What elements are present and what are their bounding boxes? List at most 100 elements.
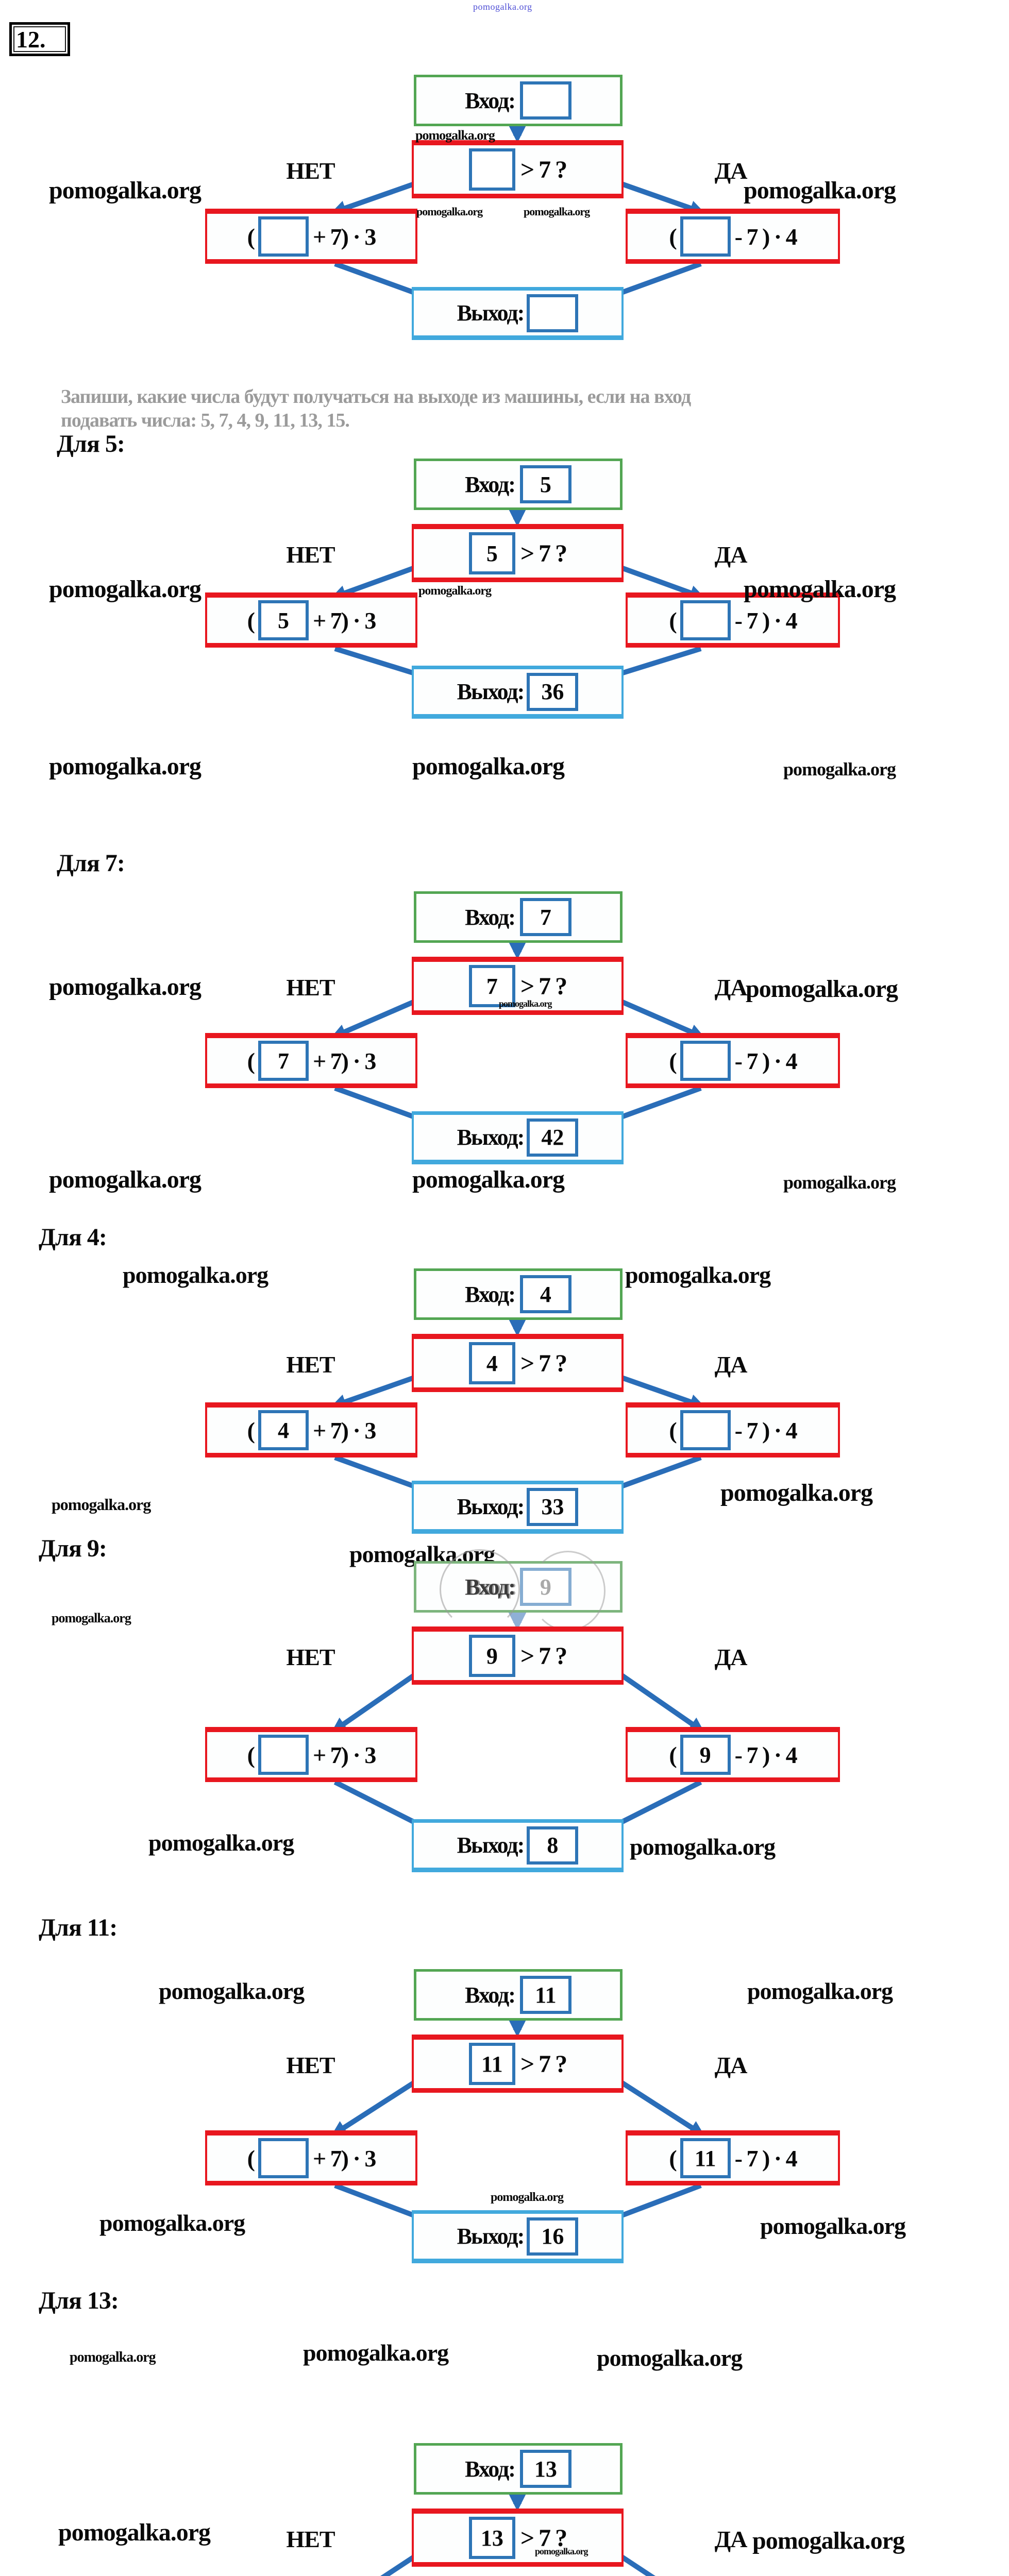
no-label: НЕТ xyxy=(286,2052,335,2078)
no-branch-formula: + 7) · 3 xyxy=(312,223,376,250)
watermark: pomogalka.org xyxy=(744,575,896,603)
no-branch-formula: + 7) · 3 xyxy=(312,1417,376,1444)
no-branch-value-box xyxy=(258,216,309,257)
no-branch-value-box xyxy=(258,1735,309,1775)
no-branch-formula: + 7) · 3 xyxy=(312,607,376,634)
condition-box: 4 > 7 ? xyxy=(412,1334,624,1392)
no-branch-box: ( + 7) · 3 xyxy=(205,209,417,264)
paren: ( xyxy=(669,1417,677,1444)
condition-value-box: 5 xyxy=(468,532,515,574)
output-value-box: 33 xyxy=(527,1487,579,1526)
watermark: pomogalka.org xyxy=(159,1978,305,2004)
output-box: Выход: 8 xyxy=(412,1819,624,1872)
watermark: pomogalka.org xyxy=(752,2527,905,2554)
output-value-box xyxy=(527,294,579,332)
input-value-box: 4 xyxy=(519,1275,571,1313)
yes-branch-formula: - 7 ) · 4 xyxy=(734,1417,798,1444)
yes-branch-value-box xyxy=(680,1410,731,1450)
condition-box: 7 > 7 ? xyxy=(412,957,624,1015)
condition-box: 11 > 7 ? xyxy=(412,2035,624,2093)
yes-branch-formula: - 7 ) · 4 xyxy=(734,1047,798,1074)
yes-label: ДА xyxy=(714,2052,748,2078)
output-label: Выход: xyxy=(457,679,525,704)
watermark: pomogalka.org xyxy=(418,584,492,598)
input-value-box: 13 xyxy=(519,2450,571,2488)
input-label: Вход: xyxy=(465,1982,516,2008)
watermark: pomogalka.org xyxy=(473,2,532,12)
section-title-9: Для 9: xyxy=(39,1535,107,1562)
no-branch-box: ( 4 + 7) · 3 xyxy=(205,1402,417,1458)
condition-box: 9 > 7 ? xyxy=(412,1626,624,1685)
problem-number: 12. xyxy=(9,22,70,56)
condition-label: > 7 ? xyxy=(520,1642,567,1670)
condition-label: > 7 ? xyxy=(520,2524,567,2552)
watermark: pomogalka.org xyxy=(49,575,201,603)
output-box: Выход: 16 xyxy=(412,2210,624,2263)
output-label: Выход: xyxy=(457,2224,525,2249)
input-box: Вход: 4 xyxy=(414,1268,623,1320)
output-value-box: 16 xyxy=(527,2217,579,2256)
yes-branch-value-box xyxy=(680,1041,731,1081)
input-box: Вход: 9 xyxy=(414,1549,623,1631)
paren: ( xyxy=(247,1741,255,1768)
output-box: Выход: 33 xyxy=(412,1481,624,1534)
watermark: pomogalka.org xyxy=(52,1495,151,1514)
section-title-11: Для 11: xyxy=(39,1914,117,1941)
output-value-box: 42 xyxy=(527,1118,579,1157)
condition-value-box xyxy=(468,148,515,191)
input-label: Вход: xyxy=(465,904,516,930)
paren: ( xyxy=(669,1741,677,1768)
no-branch-value-box: 7 xyxy=(258,1041,309,1081)
no-label: НЕТ xyxy=(286,2526,335,2552)
no-branch-box: ( 7 + 7) · 3 xyxy=(205,1033,417,1088)
condition-box: 13 > 7 ? xyxy=(412,2509,624,2567)
flow-machine-template: Вход: > 7 ? НЕТ ДА ( + 7) · 3 ( - 7 ) · … xyxy=(0,75,1009,404)
no-branch-formula: + 7) · 3 xyxy=(312,2145,376,2172)
watermark: pomogalka.org xyxy=(630,1834,776,1860)
yes-label: ДА xyxy=(714,974,748,1001)
input-value-box: 9 xyxy=(519,1568,571,1606)
instruction-line1: Запиши, какие числа будут получаться на … xyxy=(61,386,691,408)
watermark: pomogalka.org xyxy=(99,2210,245,2236)
output-label: Выход: xyxy=(457,1833,525,1858)
watermark: pomogalka.org xyxy=(70,2349,156,2365)
input-value-box: 7 xyxy=(519,898,571,936)
instruction-line2: подавать числа: 5, 7, 4, 9, 11, 13, 15. xyxy=(61,410,350,431)
yes-label: ДА xyxy=(714,1351,748,1378)
input-box: Вход: 13 xyxy=(414,2443,623,2495)
output-box: Выход: 42 xyxy=(412,1111,624,1164)
condition-label: > 7 ? xyxy=(520,156,567,183)
watermark: pomogalka.org xyxy=(416,205,483,218)
yes-branch-value-box: 11 xyxy=(680,2138,731,2178)
output-value-box: 36 xyxy=(527,672,579,711)
watermark: pomogalka.org xyxy=(783,759,896,779)
watermark: pomogalka.org xyxy=(49,753,201,780)
watermark: pomogalka.org xyxy=(58,2519,211,2546)
no-label: НЕТ xyxy=(286,1644,335,1670)
yes-branch-box: ( - 7 ) · 4 xyxy=(626,1033,840,1088)
no-label: НЕТ xyxy=(286,541,335,568)
paren: ( xyxy=(247,223,255,250)
flow-machine-4: Вход: 4 4 > 7 ? НЕТ ДА ( 4 + 7) · 3 ( - … xyxy=(0,1268,1009,1598)
yes-branch-formula: - 7 ) · 4 xyxy=(734,607,798,634)
condition-value-box: 11 xyxy=(468,2043,515,2085)
yes-label: ДА xyxy=(714,541,748,568)
input-value-box: 11 xyxy=(519,1976,571,2014)
flow-machine-13: Вход: 13 13 > 7 ? НЕТ ДА ( + 7) · 3 ( 13… xyxy=(0,2443,1009,2576)
yes-branch-value-box xyxy=(680,600,731,640)
output-label: Выход: xyxy=(457,300,525,326)
paren: ( xyxy=(669,223,677,250)
watermark: pomogalka.org xyxy=(412,1166,565,1193)
watermark: pomogalka.org xyxy=(625,1262,771,1288)
paren: ( xyxy=(247,2145,255,2172)
yes-branch-formula: - 7 ) · 4 xyxy=(734,223,798,250)
input-box: Вход: 11 xyxy=(414,1969,623,2021)
watermark: pomogalka.org xyxy=(524,205,590,218)
input-box: Вход: 5 xyxy=(414,459,623,510)
yes-branch-box: ( - 7 ) · 4 xyxy=(626,1402,840,1458)
no-branch-box: ( + 7) · 3 xyxy=(205,2130,417,2185)
section-title-7: Для 7: xyxy=(57,850,125,877)
no-branch-value-box: 5 xyxy=(258,600,309,640)
watermark: pomogalka.org xyxy=(49,177,201,204)
